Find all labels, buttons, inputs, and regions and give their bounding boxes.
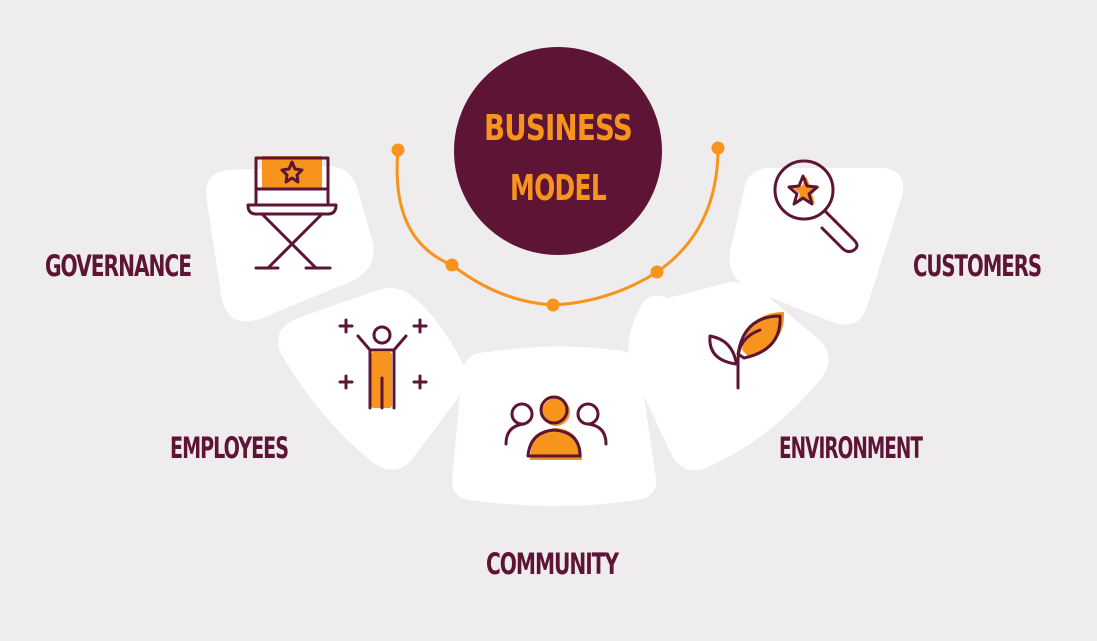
label-community: COMMUNITY [486, 547, 620, 581]
magnifier-star-icon [773, 159, 859, 254]
label-governance: GOVERNANCE [45, 249, 191, 283]
segment-community [452, 346, 657, 506]
cheering-person-icon [338, 318, 428, 410]
leaf-sprout-icon [708, 312, 785, 390]
center-title-line2: MODEL [510, 168, 606, 209]
arc-dot-right [650, 265, 664, 279]
arc-dot-bottom [546, 298, 560, 312]
segment-customers [729, 168, 904, 325]
label-environment: ENVIRONMENT [779, 431, 923, 465]
directors-chair-icon [246, 156, 338, 270]
business-model-circle [454, 47, 662, 255]
label-customers: CUSTOMERS [913, 249, 1041, 283]
arc-dot-right-end [711, 141, 725, 155]
arc-dot-left-end [391, 143, 405, 157]
arc-dot-left [445, 258, 459, 272]
center-title-line1: BUSINESS [484, 108, 632, 149]
group-of-people-icon [504, 395, 608, 460]
label-employees: EMPLOYEES [170, 431, 288, 465]
